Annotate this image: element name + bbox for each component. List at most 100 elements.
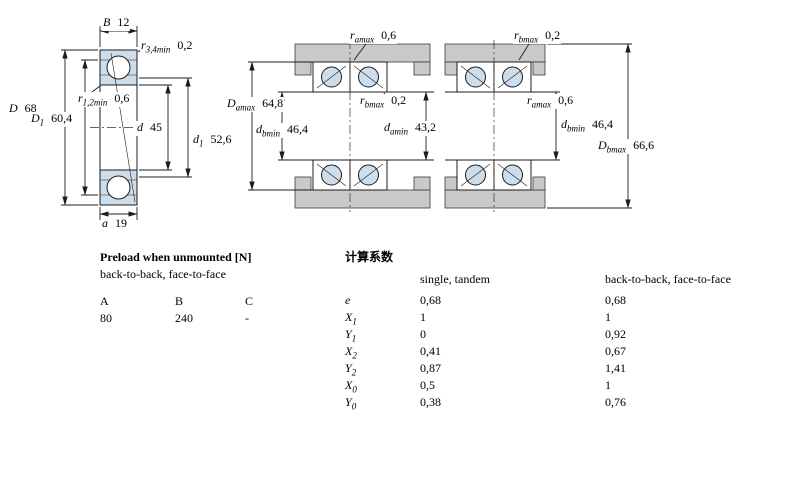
dim-label-damin: damin 43,2 <box>383 120 437 137</box>
dim-sub: 1,2min <box>82 97 108 108</box>
dim-var: d <box>384 120 390 134</box>
dim-value: 0,6 <box>558 93 574 107</box>
dim-label-r12: r1,2min 0,6 <box>77 91 131 108</box>
factor-symbol: e <box>345 293 351 307</box>
factors-title: 计算系数 <box>345 250 394 264</box>
preload-header-B: B <box>175 294 184 308</box>
dim-sub: amin <box>390 126 408 137</box>
factor-value-single: 0,87 <box>420 361 441 375</box>
dim-sub: amax <box>531 99 552 110</box>
dim-label-B: B 12 <box>102 15 131 32</box>
preload-value-C: - <box>245 311 249 325</box>
factor-value-single: 0,5 <box>420 378 435 392</box>
dim-value: 66,6 <box>633 138 655 152</box>
factor-symbol: X1 <box>345 310 357 327</box>
dim-sub: amax <box>354 34 375 45</box>
dim-var: B <box>103 15 111 29</box>
dim-sub: bmin <box>567 123 585 134</box>
dim-value: 64,8 <box>262 96 284 110</box>
dim-value: 0,2 <box>391 93 407 107</box>
dim-label-dbmin-a: dbmin 46,4 <box>255 122 309 139</box>
housing-block <box>444 43 546 63</box>
dim-value: 43,2 <box>415 120 436 134</box>
dim-label-ramax-a: ramax 0,6 <box>349 28 398 45</box>
dim-var: D <box>227 96 236 110</box>
dim-value: 12 <box>117 15 130 29</box>
dim-label-rbmax-b: rbmax 0,2 <box>513 28 562 45</box>
factor-symbol: X2 <box>345 344 357 361</box>
dim-value: 0,6 <box>114 91 130 105</box>
factor-value-single: 0 <box>420 327 426 341</box>
dim-value: 0,2 <box>545 28 561 42</box>
factor-value-paired: 0,68 <box>605 293 626 307</box>
dim-var: r <box>141 38 146 52</box>
factor-value-paired: 0,76 <box>605 395 626 409</box>
front-view-drawing <box>61 26 192 220</box>
dim-var: d <box>137 120 143 134</box>
factor-value-paired: 1,41 <box>605 361 626 375</box>
preload-title: Preload when unmounted [N] <box>100 250 252 264</box>
technical-drawings <box>61 26 632 220</box>
factor-value-single: 0,41 <box>420 344 441 358</box>
factor-symbol: Y1 <box>345 327 357 344</box>
dim-var: d <box>256 122 262 136</box>
dim-var: D <box>598 138 607 152</box>
contact-angle-line <box>110 52 136 203</box>
preload-header-C: C <box>245 294 254 308</box>
dim-var: a <box>102 216 108 230</box>
dim-value: 60,4 <box>51 111 73 125</box>
factor-symbol: Y0 <box>345 395 357 412</box>
dim-label-D1: D1 60,4 <box>30 111 74 128</box>
dim-value: 46,4 <box>287 122 308 136</box>
dim-sub: 1 <box>39 117 45 128</box>
dim-sub: bmax <box>518 34 539 45</box>
dim-label-r34: r3,4min 0,2 <box>140 38 194 55</box>
dim-var: d <box>561 117 567 131</box>
factors-col2-header: back-to-back, face-to-face <box>605 272 731 286</box>
dim-var: D <box>31 111 40 125</box>
preload-subtitle: back-to-back, face-to-face <box>100 267 226 281</box>
dim-var: r <box>514 28 519 42</box>
factor-value-single: 0,68 <box>420 293 441 307</box>
dim-var: r <box>350 28 355 42</box>
dim-value: 0,2 <box>177 38 193 52</box>
dim-value: 0,6 <box>381 28 397 42</box>
preload-value-A: 80 <box>100 311 112 325</box>
dim-label-a: a 19 <box>101 216 128 233</box>
factor-value-paired: 0,67 <box>605 344 626 358</box>
dim-sub: 3,4min <box>145 44 171 55</box>
dim-label-Dbmax: Dbmax 66,6 <box>597 138 656 155</box>
dim-var: D <box>9 101 18 115</box>
dim-value: 19 <box>115 216 127 230</box>
dim-var: d <box>193 132 199 146</box>
preload-header-A: A <box>100 294 109 308</box>
dim-var: r <box>78 91 83 105</box>
housing-block <box>294 43 431 63</box>
dim-value: 45 <box>150 120 162 134</box>
preload-table: Preload when unmounted [N] back-to-back,… <box>100 250 253 327</box>
dim-var: r <box>360 93 365 107</box>
dim-value: 68 <box>24 101 37 115</box>
dim-sub: bmin <box>262 128 280 139</box>
factor-row-e: e 0,68 0,68 <box>345 292 785 309</box>
mounting-drawing-b <box>444 40 632 212</box>
factor-value-paired: 1 <box>605 310 611 324</box>
dim-sub: bmax <box>606 144 627 155</box>
preload-header-row: A B C <box>100 293 253 310</box>
factor-value-paired: 1 <box>605 378 611 392</box>
dim-label-d: d 45 <box>136 120 163 137</box>
